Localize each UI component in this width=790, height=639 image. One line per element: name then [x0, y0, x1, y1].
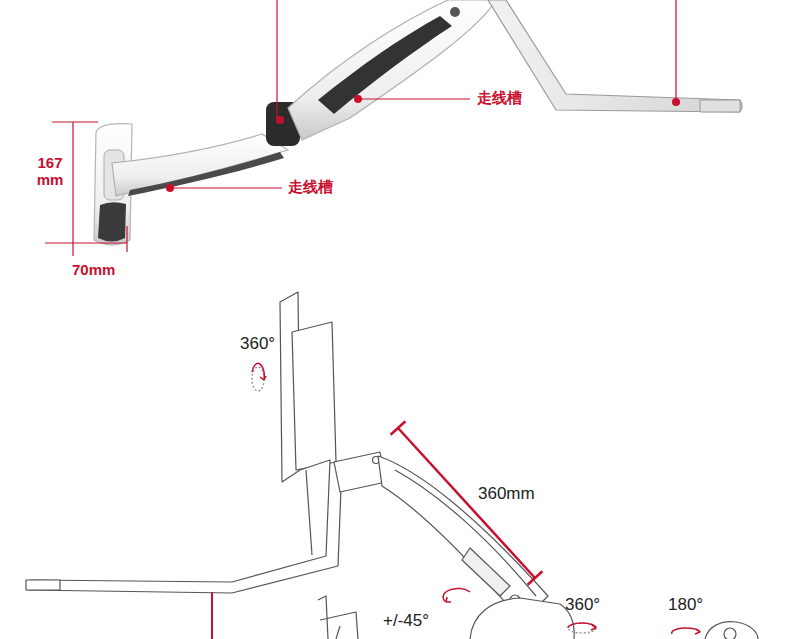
leader-dots: [166, 95, 680, 192]
rotation-angle: 180°: [668, 595, 703, 615]
tilt-angle: +/-45°: [383, 611, 429, 631]
rotation-angle: 360°: [565, 595, 600, 615]
cable-channel-label: 走线槽: [477, 89, 522, 106]
dimension-lines: [45, 0, 676, 256]
dimension-360mm: [391, 421, 543, 584]
tray-marker: [211, 592, 213, 639]
arm-photo: [94, 0, 742, 245]
rotation-angle: 360°: [240, 334, 275, 354]
dimension-height: 167 mm: [30, 154, 70, 189]
rotation-symbols: [252, 363, 700, 634]
arm-length: 360mm: [478, 484, 535, 504]
cable-channel-label: 走线槽: [288, 178, 333, 195]
dimension-width: 70mm: [72, 261, 115, 278]
arm-sketch: [26, 292, 758, 639]
